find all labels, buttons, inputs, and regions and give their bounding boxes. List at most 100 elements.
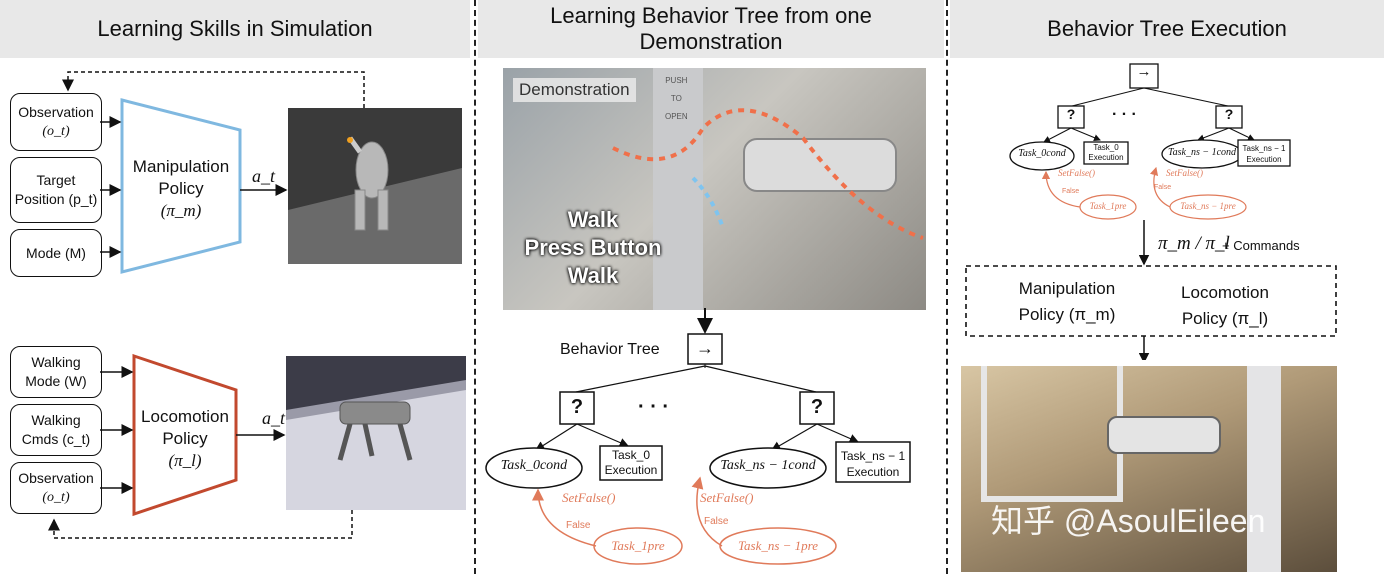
panel-header-right: Behavior Tree Execution [950,0,1384,58]
manipulation-policy-trapezoid [120,98,242,274]
condition-label-right: Task_ns − 1cond [720,458,816,473]
input-symbol: Position (p_t) [14,191,98,207]
locomotion-policy-exec: Locomotion Policy (π_l) [1150,280,1300,332]
edge-seq-right [1143,87,1229,107]
policy-name: Locomotion [141,407,229,426]
policies-group-box [965,265,1337,337]
door-word: TO [670,94,682,103]
input-symbol: (o_t) [42,490,70,505]
exec-precondition-left: Task_1pre [1089,201,1127,211]
edge-left-cond [1043,127,1072,143]
commands-label: + Commands [1222,238,1300,253]
panel-header-left: Learning Skills in Simulation [0,0,470,58]
middle-panel-title-line1: Learning Behavior Tree from one [550,3,872,28]
door-word: PUSH [665,76,688,85]
precondition-label-right: Task_ns − 1pre [737,538,819,553]
demo-trajectory [612,108,924,240]
policy-name: Manipulation [132,157,230,176]
door-word: OPEN [665,112,688,121]
exec-setfalse-right: SetFalse() [1166,168,1203,178]
door-text: PUSH TO OPEN [665,72,688,126]
sim-sky [286,356,466,410]
target-marker [347,137,353,143]
input-symbol: Cmds (c_t) [21,431,91,447]
policy-symbol: Policy (π_m) [1018,305,1116,324]
manip-action-label: a_t [252,166,276,186]
condition-node-left [1009,141,1075,171]
exec-sequence-symbol: → [1136,63,1152,80]
exec-fallback-symbol-right: ? [1224,106,1234,122]
edge-right-cond [770,423,818,451]
demo-label: Demonstration [513,78,636,102]
input-label: Observation [18,470,94,486]
robot-dog-photo [743,138,897,192]
locomotion-policy-text: Locomotion Policy (π_l) [132,406,238,472]
divider-left [474,0,476,574]
feedback-loop [48,510,353,539]
precondition-node-right [719,527,837,565]
sim-robot-dog [337,401,413,461]
input-label: Mode (M) [26,244,86,261]
exec-condition-label-left: Task_0cond [1018,148,1066,159]
demo-steps: Walk Press Button Walk [503,206,683,290]
input-symbol: Mode (W) [25,373,87,389]
loco-action-label: a_t [262,408,286,428]
precondition-label-left: Task_1pre [611,538,665,553]
edge-left-exec [576,423,630,448]
manipulation-policy-text: Manipulation Policy (π_m) [120,156,242,222]
middle-panel-title-line2: Demonstration [639,29,783,54]
demo-step: Walk [567,263,619,288]
edge-left-cond [534,423,578,451]
sequence-node [687,333,723,365]
exec-fallback-symbol-left: ? [1066,106,1076,122]
manipulation-policy-exec: Manipulation Policy (π_m) [992,276,1142,328]
policy-name: Locomotion [1181,283,1269,302]
right-panel-title: Behavior Tree Execution [1047,16,1287,41]
edge-left-exec [1070,127,1101,141]
exec-execution-label-right: Task_ns − 1 Execution [1238,143,1290,165]
edge-right-exec [1228,127,1255,141]
loco-input-observation: Observation (o_t) [10,462,102,514]
false-label-left: False [566,520,591,531]
setfalse-label-left: SetFalse() [562,490,616,505]
execution-label-line: Execution [1246,155,1282,164]
door-frame [981,366,1123,502]
watermark: 知乎 @AsoulEileen [991,503,1266,539]
execution-node-left [1083,141,1129,165]
demo-step: Press Button [524,235,662,260]
exec-execution-label-left: Task_0 Execution [1084,143,1128,163]
sequence-node [1129,63,1159,89]
edge-right-exec [816,423,860,444]
policy-symbol: Policy (π_l) [1181,309,1269,328]
false-label-right: False [704,516,729,527]
input-label: Walking [31,412,81,428]
door-pillar [1247,366,1281,572]
robot-dog-photo [1107,416,1221,454]
execution-label-line: Task_ns − 1 [840,449,906,463]
execution-node-right [1237,139,1291,167]
manip-input-mode: Mode (M) [10,229,102,277]
fallback-symbol-left: ? [570,396,584,418]
policy-symbol: (π_m) [160,201,202,220]
edge-seq-right [704,365,817,393]
false-edge-left [1041,170,1081,208]
behavior-tree-diagram [485,308,911,565]
execution-node-right [835,441,911,483]
execution-photo: 知乎 @AsoulEileen [961,366,1337,572]
exec-false-left: False [1062,188,1080,195]
edge-right-cond [1197,127,1230,142]
input-label: Target [36,172,76,188]
locomotion-policy-trapezoid [132,353,238,517]
loco-input-walking-mode: Walking Mode (W) [10,346,102,398]
execution-label-left: Task_0 Execution [600,448,662,478]
sequence-symbol: → [696,338,714,358]
execution-node-left [599,445,663,481]
setfalse-label-right: SetFalse() [700,490,754,505]
exec-tree-ellipsis: · · · [1112,106,1137,123]
exec-setfalse-left: SetFalse() [1058,168,1095,178]
loco-input-walking-cmds: Walking Cmds (c_t) [10,404,102,456]
execution-label-line: Execution [604,463,658,477]
edge-seq-left [575,365,706,393]
input-label: Walking [31,354,81,370]
locomotion-diagram [48,353,466,539]
